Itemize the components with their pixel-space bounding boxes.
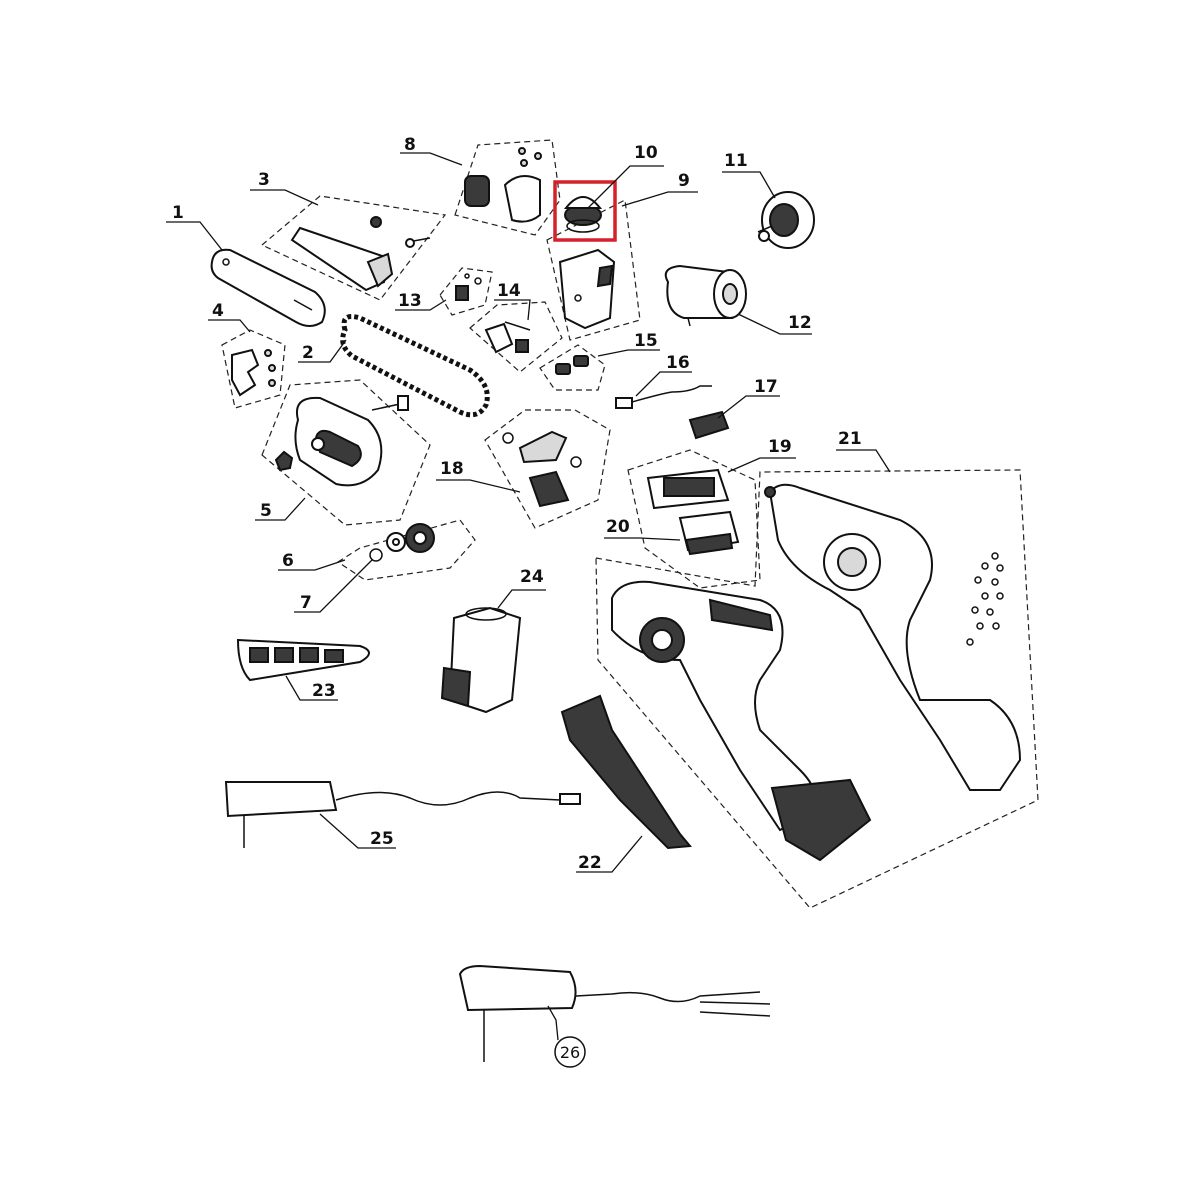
group-outline-21 bbox=[595, 469, 1039, 909]
part-5-sprocket-cover bbox=[274, 395, 409, 487]
part-19-controller-board bbox=[646, 468, 730, 510]
part-6-drive-sprocket bbox=[405, 523, 435, 553]
part-15-rubber-pads bbox=[555, 355, 589, 375]
group-outline-9 bbox=[546, 199, 641, 341]
leader-17 bbox=[717, 395, 780, 419]
leader-19 bbox=[727, 457, 796, 473]
part-11-drive-gear bbox=[757, 191, 815, 249]
leader-4 bbox=[208, 319, 251, 333]
callout-18: 18 bbox=[440, 459, 464, 479]
callout-10: 10 bbox=[634, 143, 658, 163]
group-outline-15 bbox=[539, 344, 606, 391]
leader-10 bbox=[587, 165, 664, 209]
part-8-gear-housing-parts bbox=[464, 147, 542, 223]
callout-22: 22 bbox=[578, 853, 602, 873]
part-16-micro-switch bbox=[615, 385, 712, 409]
part-25-charger bbox=[224, 781, 581, 848]
callout-9: 9 bbox=[678, 171, 690, 191]
part-26-charger-multi bbox=[458, 964, 771, 1062]
leader-26 bbox=[547, 1005, 559, 1041]
leader-8 bbox=[400, 152, 463, 166]
part-10-oil-cap bbox=[563, 196, 603, 233]
leader-24 bbox=[497, 589, 546, 609]
callout-26: 26 bbox=[560, 1043, 580, 1062]
part-21-housing-right bbox=[764, 483, 1022, 791]
group-outline-3 bbox=[260, 195, 447, 301]
group-outline-6 bbox=[336, 519, 476, 581]
leader-11 bbox=[722, 171, 776, 199]
callout-21: 21 bbox=[838, 429, 862, 449]
part-3-chain-tensioner bbox=[290, 216, 431, 292]
group-outline-8 bbox=[454, 139, 561, 236]
part-17-switch-cover bbox=[688, 410, 730, 440]
leader-5 bbox=[255, 497, 306, 521]
callout-16: 16 bbox=[666, 353, 690, 373]
group-outline-13 bbox=[439, 267, 493, 316]
leader-3 bbox=[250, 189, 319, 206]
callout-26-circle bbox=[554, 1036, 586, 1068]
leader-6 bbox=[278, 559, 346, 571]
group-outline-14 bbox=[469, 301, 563, 373]
leader-15 bbox=[597, 349, 660, 357]
leader-1 bbox=[166, 221, 223, 251]
callout-4: 4 bbox=[212, 301, 224, 321]
leader-12 bbox=[737, 313, 812, 335]
part-1-guide-bar bbox=[210, 248, 326, 327]
callout-8: 8 bbox=[404, 135, 416, 155]
part-14-switch-plate bbox=[484, 321, 531, 354]
part-6-washer bbox=[386, 532, 406, 552]
part-7-retaining-ring bbox=[369, 548, 383, 562]
part-4-chain-catcher bbox=[231, 348, 276, 397]
part-18-trigger-assembly bbox=[502, 430, 582, 508]
callout-25: 25 bbox=[370, 829, 394, 849]
part-20-battery-connector bbox=[678, 510, 740, 556]
callout-5: 5 bbox=[260, 501, 272, 521]
callout-15: 15 bbox=[634, 331, 658, 351]
part-9-oil-tank bbox=[558, 248, 616, 330]
group-outline-19 bbox=[627, 449, 761, 589]
callout-23: 23 bbox=[312, 681, 336, 701]
leader-13 bbox=[395, 299, 447, 311]
leader-2 bbox=[298, 339, 347, 363]
leader-16 bbox=[635, 371, 692, 397]
leader-25 bbox=[319, 813, 396, 849]
callout-11: 11 bbox=[724, 151, 748, 171]
part-22-battery-cover bbox=[560, 694, 692, 850]
part-12-motor bbox=[664, 264, 747, 327]
leader-18 bbox=[436, 479, 521, 493]
callout-2: 2 bbox=[302, 343, 314, 363]
callout-19: 19 bbox=[768, 437, 792, 457]
group-outline-18 bbox=[484, 409, 611, 529]
leader-14 bbox=[494, 299, 531, 321]
group-outline-5 bbox=[261, 379, 431, 526]
leader-20 bbox=[604, 537, 681, 541]
part-21-screws bbox=[966, 552, 1004, 646]
leader-7 bbox=[294, 559, 373, 613]
part-13-lock-bolt bbox=[455, 273, 482, 301]
part-23-bar-sheath bbox=[236, 638, 370, 682]
callout-24: 24 bbox=[520, 567, 544, 587]
callout-14: 14 bbox=[497, 281, 521, 301]
callout-20: 20 bbox=[606, 517, 630, 537]
part-24-battery-pack bbox=[440, 606, 522, 714]
callout-13: 13 bbox=[398, 291, 422, 311]
leader-9 bbox=[621, 191, 698, 207]
part-2-saw-chain bbox=[340, 314, 490, 418]
highlight-box-part-10 bbox=[553, 180, 617, 242]
callout-12: 12 bbox=[788, 313, 812, 333]
group-outline-4 bbox=[221, 329, 286, 409]
leader-22 bbox=[576, 835, 643, 873]
callout-6: 6 bbox=[282, 551, 294, 571]
callout-1: 1 bbox=[172, 203, 184, 223]
callout-3: 3 bbox=[258, 170, 270, 190]
callout-17: 17 bbox=[754, 377, 778, 397]
callout-7: 7 bbox=[300, 593, 312, 613]
part-21-housing-left bbox=[611, 580, 872, 862]
leader-23 bbox=[285, 675, 338, 701]
leader-21 bbox=[836, 449, 891, 473]
